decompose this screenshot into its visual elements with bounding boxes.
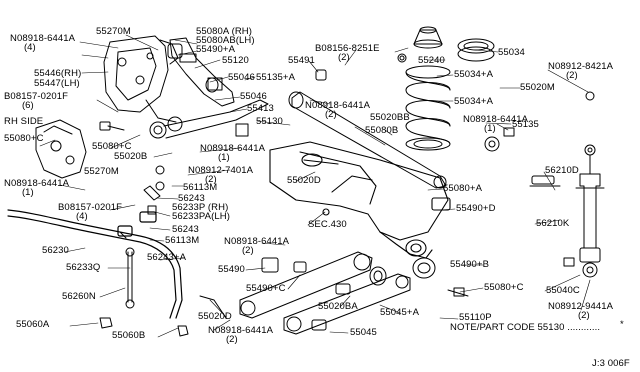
knuckle-bracket-upper [103, 35, 179, 123]
spring-seat [397, 26, 495, 63]
qty-nut-08912-8421a: (2) [566, 70, 578, 81]
label-55080a-rh: 55080A (RH) [196, 26, 253, 37]
label-56233p-rh: 56233P (RH) [172, 202, 229, 213]
label-55135: 55135 [512, 119, 539, 130]
qty-nut-08918-6441a-bottom: (2) [226, 334, 238, 345]
diagram-code: J:3 006F [592, 358, 630, 369]
label-55045-a: 55045+A [380, 307, 420, 318]
label-note-part-code: NOTE/PART CODE 55130 ............ [450, 322, 601, 333]
small-fasteners-upper [99, 53, 327, 137]
label-55046-a: 55046 [228, 72, 255, 83]
label-55490-a-top: 55490+A [196, 44, 236, 55]
label-sec-430: SEC.430 [308, 219, 347, 230]
qty-nut-08912-9441a: (2) [578, 310, 590, 321]
upper-link [149, 37, 269, 139]
label-55447-lh: 55447(LH) [34, 78, 80, 89]
qty-bolt-08157-0201f-top: (6) [22, 100, 34, 111]
label-56243-b: 56243 [172, 224, 199, 235]
stabilizer-links [125, 165, 165, 309]
label-55020d: 55020D [287, 175, 321, 186]
lateral-rod [288, 91, 447, 189]
fasteners-lower [99, 185, 575, 337]
label-56243-a: 56243 [178, 193, 205, 204]
label-55490-c: 55490+C [246, 283, 286, 294]
label-nut-08918-6441a-mid: N08918-6441A [200, 143, 266, 154]
label-nut-08912-7401a: N08912-7401A [188, 165, 254, 176]
label-56210d: 56210D [545, 165, 579, 176]
qty-nut-08918-6441a-right: (1) [484, 123, 496, 134]
coil-spring [405, 65, 451, 151]
label-55040c: 55040C [546, 285, 580, 296]
label-55046-b: 55046 [240, 91, 267, 102]
qty-nut-08918-6441a-center: (2) [325, 109, 337, 120]
label-nut-08912-9441a: N08912-9441A [548, 301, 614, 312]
label-55080-c-c: 55080+C [484, 282, 524, 293]
label-nut-08918-6441a-right: N08918-6441A [463, 114, 529, 125]
label-nut-08918-6441a-top: N08918-6441A [10, 33, 76, 44]
label-56230: 56230 [42, 245, 69, 256]
label-56260n: 56260N [62, 291, 96, 302]
label-56243-a-plus: 56243+A [147, 252, 187, 263]
stabilizer-bar [7, 209, 183, 319]
leader-lines [39, 34, 591, 338]
label-55080-a: 55080+A [443, 183, 483, 194]
label-55080-c-b: 55080+C [92, 141, 132, 152]
qty-nut-08918-6441a-mid: (1) [218, 152, 230, 163]
label-56113m-b: 56113M [165, 235, 200, 246]
label-55020b: 55020B [114, 151, 148, 162]
label-55270m-b: 55270M [84, 166, 119, 177]
qty-bolt-08157-0201f-b: (4) [76, 211, 88, 222]
qty-nut-08918-6441a-top: (4) [24, 42, 36, 53]
label-55060b: 55060B [112, 330, 146, 341]
label-55490-b: 55490+B [450, 259, 490, 270]
label-55060a: 55060A [16, 319, 50, 330]
label-55490-d: 55490+D [456, 203, 496, 214]
label-56113m-a: 56113M [183, 182, 218, 193]
label-nut-08912-8421a: N08912-8421A [548, 61, 614, 72]
label-55020bb: 55020BB [370, 112, 410, 123]
label-55045: 55045 [350, 327, 377, 338]
shock-absorber [484, 91, 605, 278]
label-55080ab-lh: 55080AB(LH) [196, 35, 255, 46]
label-55240: 55240 [418, 55, 445, 66]
label-55020d-b: 55020D [198, 311, 232, 322]
label-nut-08918-6441a-bottom: N08918-6441A [208, 325, 274, 336]
label-55080-c-a: 55080+C [4, 133, 44, 144]
label-56233pa-lh: 56233PA(LH) [172, 211, 230, 222]
label-55034-a-1: 55034+A [454, 69, 494, 80]
label-55446-rh: 55446(RH) [34, 68, 82, 79]
label-bolt-08156-8251e: B08156-8251E [315, 43, 380, 54]
label-55034: 55034 [498, 47, 525, 58]
label-55080b: 55080B [365, 125, 399, 136]
label-55110p: 55110P [459, 312, 492, 323]
label-bolt-08157-0201f-b: B08157-0201F [58, 202, 123, 213]
label-55135-a: 55135+A [256, 72, 296, 83]
qty-nut-08918-6441a-lower-left: (1) [22, 187, 34, 198]
label-55020ba: 55020BA [318, 301, 358, 312]
label-55413: 55413 [247, 103, 274, 114]
label-rh-side: RH SIDE [4, 116, 44, 127]
label-55020m: 55020M [520, 82, 555, 93]
rh-side-bracket [35, 119, 87, 179]
label-56233q: 56233Q [66, 262, 101, 273]
label-nut-08918-6441a-lower-left: N08918-6441A [4, 178, 70, 189]
label-55270m-top: 55270M [96, 26, 131, 37]
label-nut-08918-6441a-lower: N08918-6441A [224, 236, 290, 247]
qty-bolt-08156-8251e: (2) [338, 52, 350, 63]
note-star: * [620, 319, 624, 330]
label-55034-a-2: 55034+A [454, 96, 494, 107]
label-nut-08918-6441a-center: N08918-6441A [305, 100, 371, 111]
label-55491: 55491 [288, 55, 315, 66]
label-55130: 55130 [256, 116, 283, 127]
label-bolt-08157-0201f-top: B08157-0201F [4, 91, 69, 102]
label-56210k: 56210K [536, 218, 570, 229]
qty-nut-08918-6441a-lower: (2) [242, 245, 254, 256]
lower-links [239, 251, 436, 335]
label-55120: 55120 [222, 55, 249, 66]
label-55490: 55490 [218, 264, 245, 275]
axle-housing [269, 141, 451, 259]
qty-nut-08912-7401a: (2) [205, 174, 217, 185]
